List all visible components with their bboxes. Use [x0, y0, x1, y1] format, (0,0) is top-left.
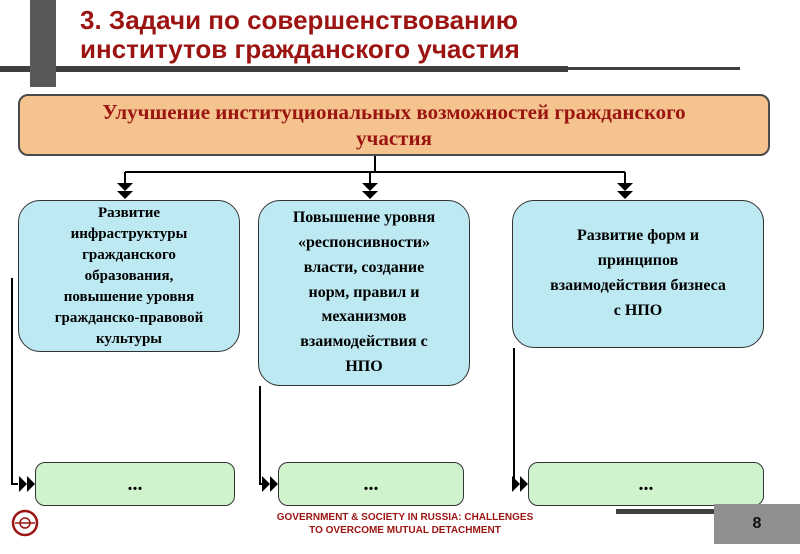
branch-node-2: Повышение уровня «респонсивности» власти… [258, 200, 470, 386]
root-node: Улучшение институциональных возможностей… [18, 94, 770, 156]
leaf-node-3-label: ... [638, 472, 654, 495]
leaf-node-2-label: ... [363, 472, 379, 495]
leaf-node-1-label: ... [127, 472, 143, 495]
slide-title: 3. Задачи по совершенствованию институто… [80, 5, 520, 65]
top-left-decoration [30, 0, 56, 87]
title-underline-thick [0, 66, 568, 72]
logo-icon [11, 509, 39, 537]
branch-node-2-label: Повышение уровня «респонсивности» власти… [292, 209, 436, 375]
branch-node-3: Развитие форм и принципов взаимодействия… [512, 200, 764, 348]
branch-node-3-label: Развитие форм и принципов взаимодействия… [550, 227, 726, 319]
leaf-node-2: ... [278, 462, 464, 506]
root-node-label: Улучшение институциональных возможностей… [102, 99, 686, 150]
page-number: 8 [752, 515, 762, 532]
footer-rule [616, 509, 716, 514]
leaf-node-1: ... [35, 462, 235, 506]
branch-node-1-label: Развитие инфраструктуры гражданского обр… [54, 204, 204, 347]
leaf-node-3: ... [528, 462, 764, 506]
down-arrow-icons [117, 183, 633, 199]
title-underline-thin [568, 67, 740, 70]
footer-text: GOVERNMENT & SOCIETY IN RUSSIA: CHALLENG… [276, 512, 534, 536]
page-number-box: 8 [714, 504, 800, 544]
branch-node-1: Развитие инфраструктуры гражданского обр… [18, 200, 240, 352]
